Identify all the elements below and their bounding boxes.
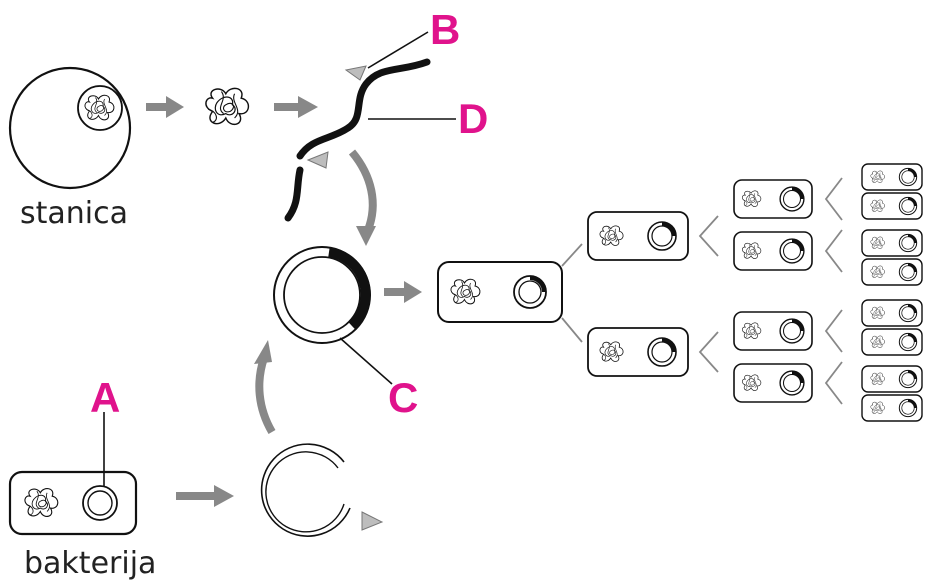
- cell-nucleus: [77, 85, 123, 131]
- bacterium-label: bakterija: [24, 546, 156, 581]
- opened-plasmid: [260, 443, 384, 537]
- label-b: B: [430, 6, 460, 53]
- cell-label: stanica: [20, 196, 128, 231]
- cut-marker-plasmid: [361, 511, 384, 531]
- label-b-pointer: [367, 31, 429, 69]
- cut-marker-top: [344, 65, 367, 81]
- bacterium-generation-1: [437, 261, 563, 323]
- cell: [8, 66, 132, 190]
- arrow-extract-dna: [146, 96, 184, 118]
- cut-marker-bottom: [306, 151, 329, 169]
- dna-tangle-icon: [205, 87, 250, 126]
- arrow-cut-dna: [274, 96, 318, 118]
- label-c: C: [388, 374, 418, 421]
- arrow-ligate: [254, 340, 276, 435]
- label-d: D: [458, 95, 488, 142]
- bacterium-generation-4: [861, 163, 923, 422]
- bacterial-plasmid: [82, 485, 118, 521]
- label-c-pointer: [339, 337, 393, 385]
- arrow-transform: [384, 281, 422, 303]
- bacterium-generation-2: [587, 211, 689, 377]
- label-a: A: [90, 374, 120, 421]
- arrow-isolate-plasmid: [176, 485, 234, 507]
- division-tree: [437, 163, 923, 422]
- dna-fragment: [284, 58, 431, 222]
- recombinant-plasmid: [273, 246, 371, 344]
- bacterium: [8, 470, 138, 536]
- arrow-insert-fragment: [348, 149, 377, 246]
- bacterium-generation-3: [733, 179, 813, 403]
